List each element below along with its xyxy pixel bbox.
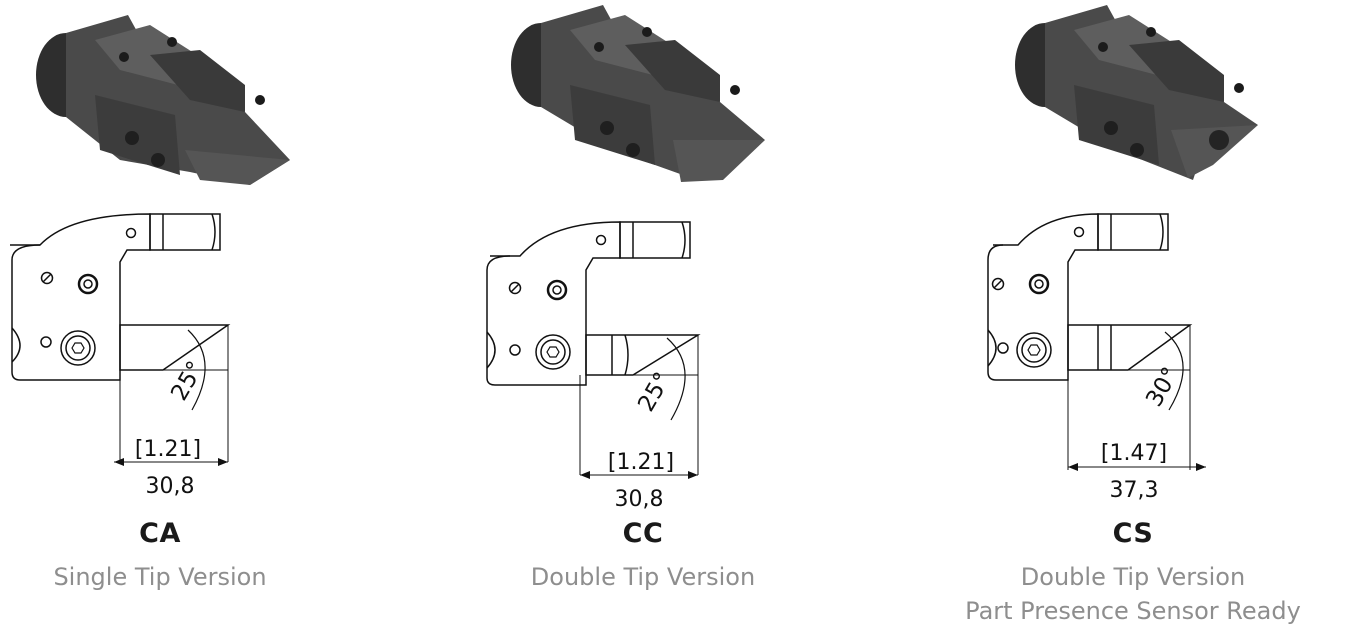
variant-ca-drawing: 25° [1.21] 30,8 bbox=[10, 15, 290, 499]
gripper-photo-ca bbox=[36, 15, 290, 185]
gripper-photo-cc bbox=[511, 5, 765, 182]
gripper-photo-cs bbox=[1015, 5, 1258, 180]
variant-ca: 25° [1.21] 30,8 CA Single Tip Version bbox=[0, 0, 452, 631]
dimension-inch: [1.21] bbox=[608, 450, 674, 475]
dimension-mm: 30,8 bbox=[615, 487, 664, 512]
dimension-mm: 30,8 bbox=[146, 474, 195, 499]
technical-drawing-cs bbox=[987, 213, 1206, 471]
variant-cc: 25° [1.21] 30,8 CC Double Tip Version bbox=[453, 0, 905, 631]
variant-code: CC bbox=[622, 518, 664, 549]
dimension-inch: [1.21] bbox=[135, 437, 201, 462]
variant-cc-drawing: 25° [1.21] 30,8 bbox=[486, 5, 765, 512]
variant-code: CS bbox=[1112, 518, 1154, 549]
dimension-inch: [1.47] bbox=[1101, 441, 1167, 466]
variant-cs-drawing: 30° [1.47] 37,3 bbox=[987, 5, 1258, 503]
dimension-mm: 37,3 bbox=[1110, 478, 1159, 503]
variant-description-2: Part Presence Sensor Ready bbox=[965, 597, 1301, 625]
variant-cs: 30° [1.47] 37,3 CS Double Tip Version Pa… bbox=[903, 0, 1355, 631]
technical-drawing-cc bbox=[486, 221, 701, 479]
variant-description: Double Tip Version bbox=[530, 563, 756, 591]
technical-drawing-ca bbox=[10, 213, 231, 466]
variant-description: Single Tip Version bbox=[53, 563, 267, 591]
variant-description: Double Tip Version bbox=[1020, 563, 1246, 591]
variant-code: CA bbox=[139, 518, 181, 549]
